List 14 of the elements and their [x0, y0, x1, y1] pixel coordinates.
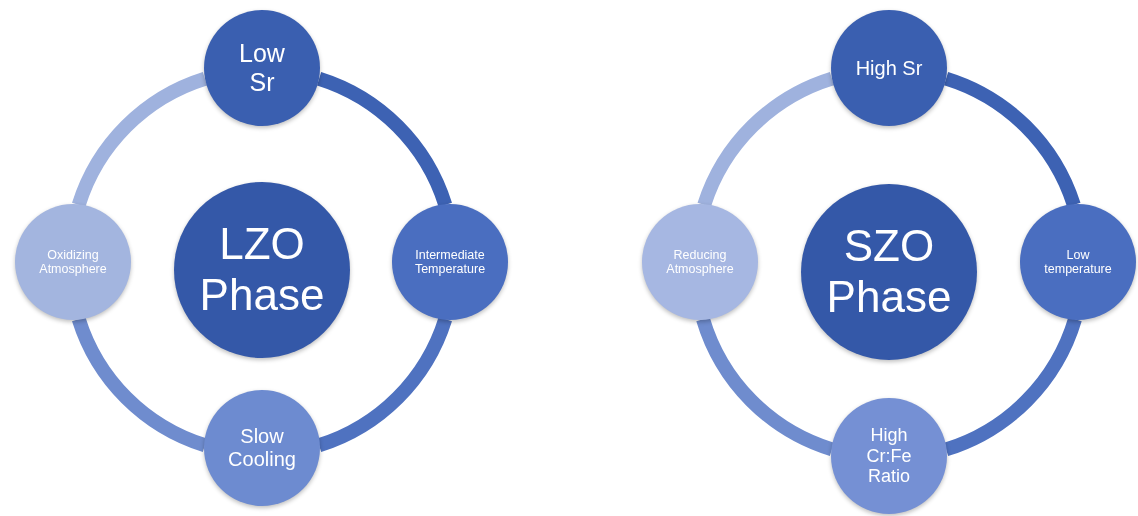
phase-label: SZO Phase — [825, 221, 953, 323]
factor-label: High Sr — [854, 56, 924, 80]
ring-connector — [316, 72, 452, 208]
factor-label: Intermediate Temperature — [413, 247, 487, 277]
ring-connector — [943, 72, 1081, 208]
factor-label: High Cr:Fe Ratio — [865, 424, 913, 488]
phase-label: LZO Phase — [198, 219, 326, 321]
factor-label: Oxidizing Atmosphere — [38, 247, 108, 277]
factor-label: Slow Cooling — [227, 425, 297, 471]
factor-label: Low temperature — [1043, 247, 1113, 277]
factor-label: Low Sr — [238, 39, 286, 97]
factor-label: Reducing Atmosphere — [665, 247, 735, 277]
ring-connector — [72, 72, 208, 208]
ring-connector — [697, 72, 835, 208]
